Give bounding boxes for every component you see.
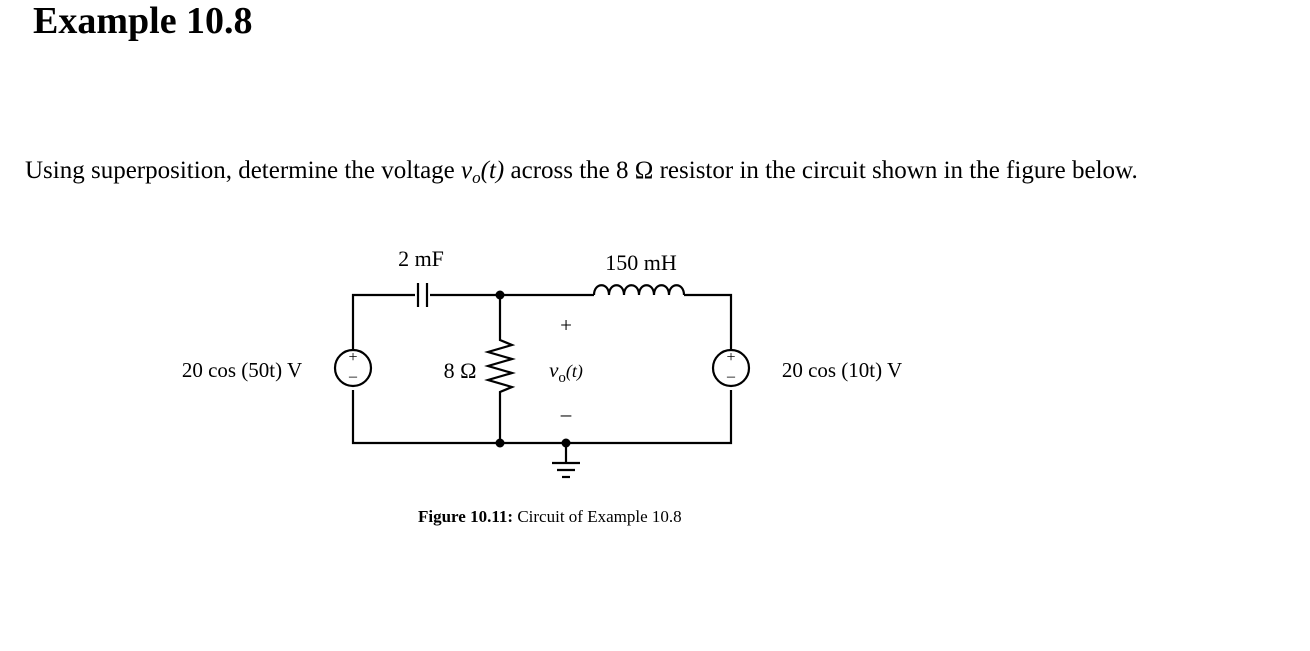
wire-right-bottom	[351, 390, 733, 445]
left-source-minus: –	[348, 368, 358, 385]
capacitor-label: 2 mF	[398, 246, 444, 271]
left-source-plus: +	[348, 349, 357, 366]
resistor-label: 8 Ω	[444, 358, 477, 383]
vo-plus-sign: +	[560, 313, 572, 337]
inductor-label: 150 mH	[605, 250, 677, 275]
right-source-label: 20 cos (10t) V	[782, 358, 902, 382]
left-source-symbol	[333, 348, 373, 388]
left-source-label: 20 cos (50t) V	[182, 358, 302, 382]
problem-text-after: across the 8 Ω resistor in the circuit s…	[504, 157, 1138, 184]
inductor-coils	[592, 284, 686, 296]
vo-minus-sign: –	[560, 402, 572, 426]
figure-caption: Figure 10.11: Circuit of Example 10.8	[418, 506, 682, 528]
caption-text: Circuit of Example 10.8	[513, 507, 682, 526]
resistor-branch	[484, 295, 516, 443]
problem-text-before: Using superposition, determine the volta…	[25, 157, 462, 184]
right-source-plus: +	[726, 349, 735, 366]
vo-variable: v	[461, 157, 473, 184]
caption-label: Figure 10.11:	[418, 507, 514, 526]
example-heading: Example 10.8	[33, 0, 253, 42]
problem-statement: Using superposition, determine the volta…	[25, 155, 1138, 194]
wire-top-left	[351, 293, 415, 356]
vo-argument: (t)	[480, 157, 505, 184]
vo-label-arg: (t)	[566, 361, 583, 382]
right-source-symbol	[711, 348, 751, 388]
node-dot-ground	[561, 438, 571, 448]
node-dot-bottom	[495, 438, 505, 448]
vo-label-var: v	[549, 358, 559, 382]
node-dot-top	[495, 290, 505, 300]
vo-label: vo(t)	[549, 358, 583, 386]
vo-label-sub: o	[558, 370, 566, 386]
wire-top-right	[684, 293, 733, 352]
right-source-minus: –	[726, 368, 736, 385]
vo-subscript: o	[472, 168, 481, 187]
